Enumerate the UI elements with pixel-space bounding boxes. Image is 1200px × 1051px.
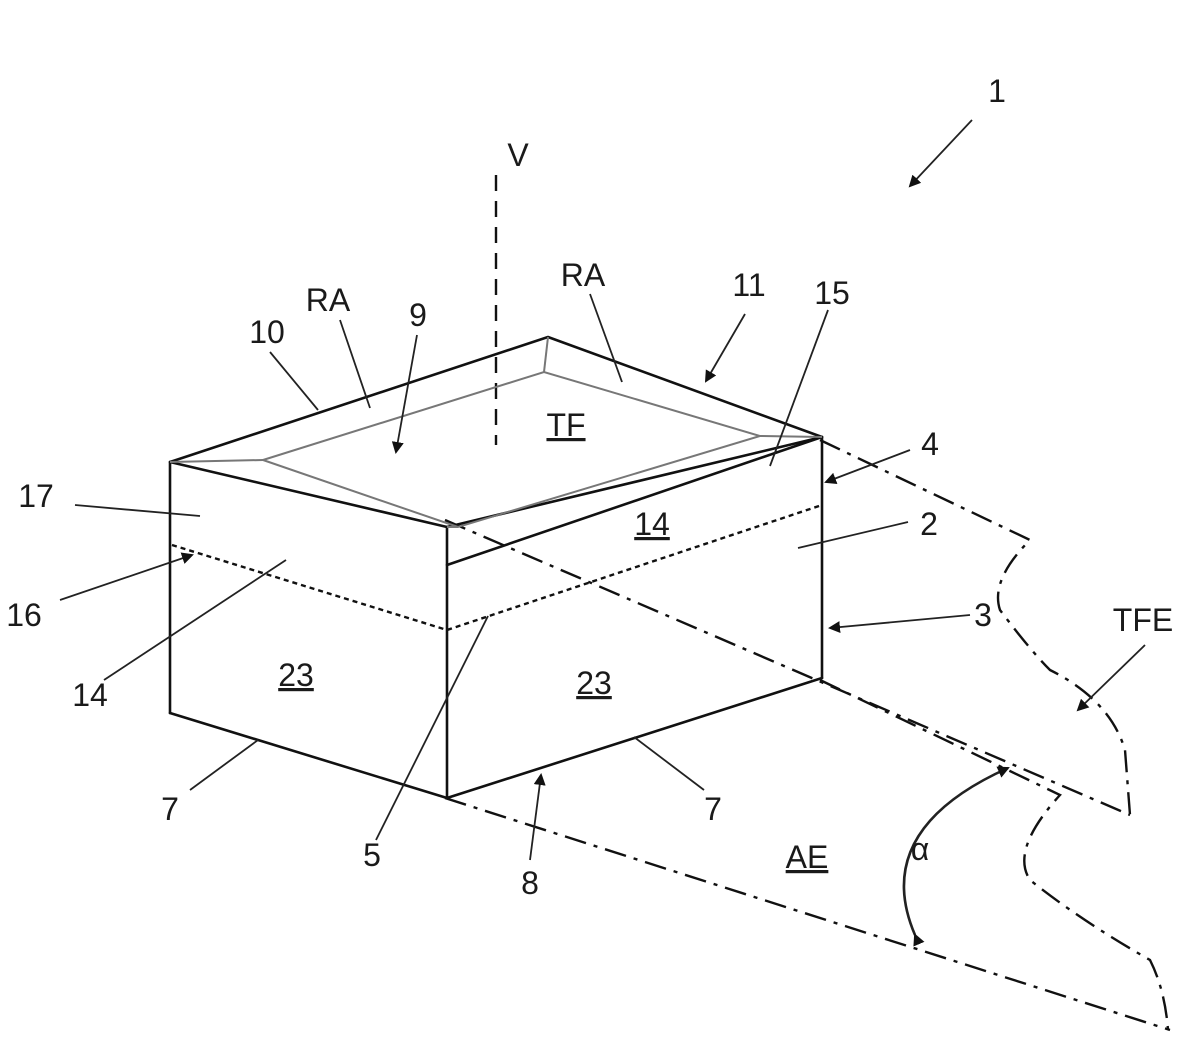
arrow-1 xyxy=(908,119,973,188)
label-16: 16 xyxy=(6,597,42,633)
label-15: 15 xyxy=(814,275,850,311)
label-v: V xyxy=(507,137,529,173)
bottom-plane-extension xyxy=(819,678,1170,1031)
label-8: 8 xyxy=(521,865,539,901)
label-tfe: TFE xyxy=(1113,602,1173,638)
bottom-diagonal-extension-ae xyxy=(444,796,1171,1032)
label-ra-right: RA xyxy=(561,257,606,293)
box-body xyxy=(168,335,824,800)
label-23-right: 23 xyxy=(576,665,612,701)
label-17: 17 xyxy=(18,478,54,514)
label-ae: AE xyxy=(786,839,829,875)
label-10: 10 xyxy=(249,314,285,350)
label-alpha: α xyxy=(911,831,930,867)
top-face-inner-outline xyxy=(169,336,823,529)
arrow-3 xyxy=(828,614,971,634)
label-9: 9 xyxy=(409,297,427,333)
label-1: 1 xyxy=(988,73,1006,109)
label-2: 2 xyxy=(920,506,938,542)
label-14-left: 14 xyxy=(72,677,108,713)
label-3: 3 xyxy=(974,597,992,633)
label-5: 5 xyxy=(363,837,381,873)
leader-lines xyxy=(74,293,909,841)
label-7-right: 7 xyxy=(704,791,722,827)
arrow-4 xyxy=(824,449,911,485)
arrow-11 xyxy=(704,313,746,383)
label-tf: TF xyxy=(546,407,585,443)
label-ra-left: RA xyxy=(306,282,351,318)
arrow-16 xyxy=(59,552,194,601)
mid-plane-line-5 xyxy=(171,503,823,632)
label-23-left: 23 xyxy=(278,657,314,693)
top-plane-extension-tfe xyxy=(819,438,1132,816)
arrow-8 xyxy=(529,773,546,861)
label-11: 11 xyxy=(732,267,765,303)
label-14-top: 14 xyxy=(634,506,670,542)
label-7-left: 7 xyxy=(161,791,179,827)
arrow-tfe xyxy=(1076,644,1146,712)
angle-alpha-arc xyxy=(902,766,1010,947)
label-4: 4 xyxy=(921,426,939,462)
top-diagonal-extension xyxy=(444,518,1131,817)
arrow-9 xyxy=(391,334,418,454)
